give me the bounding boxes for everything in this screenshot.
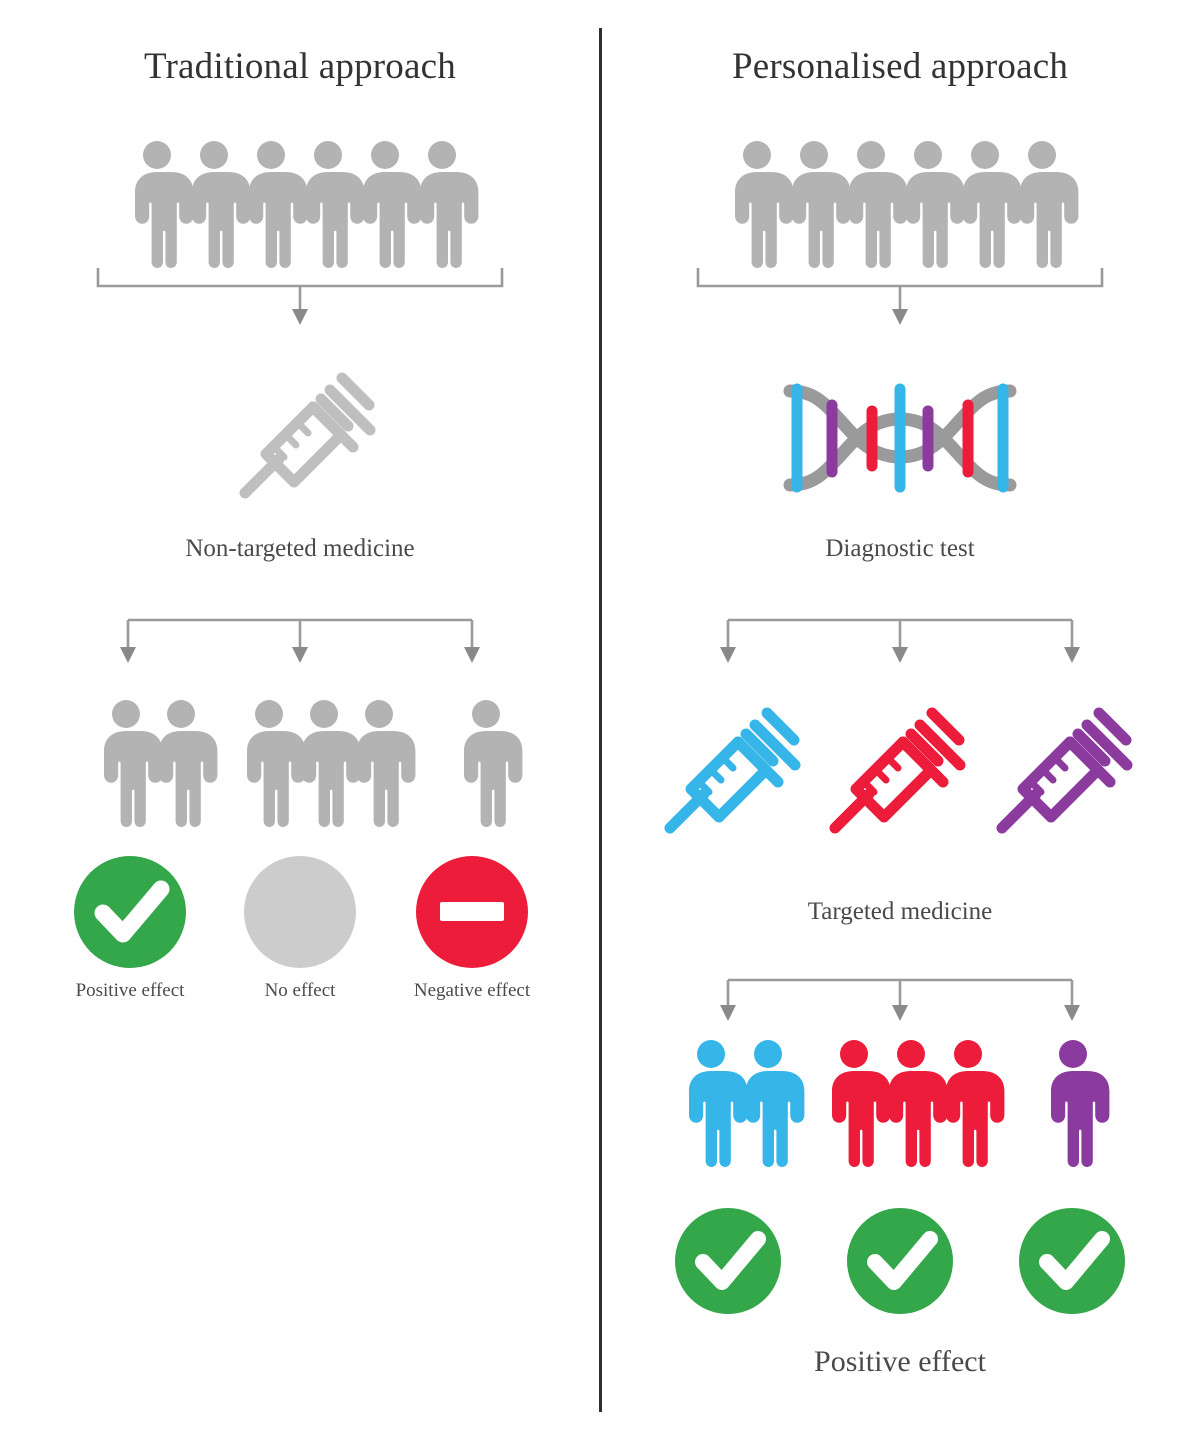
right-split-arrows-groups <box>726 978 1074 1006</box>
left-split-arrowheads <box>120 647 480 663</box>
syringe-icon-blue <box>670 713 795 828</box>
right-group-1-people <box>689 1040 805 1167</box>
check-circle-icon-3 <box>1019 1208 1125 1314</box>
right-graphics-layer <box>600 141 1200 1314</box>
column-divider <box>599 28 602 1412</box>
left-cohort-people <box>135 141 479 268</box>
left-syringe-icon <box>245 378 370 493</box>
left-outcome-group-2-people <box>247 700 416 827</box>
right-group-2-people <box>832 1040 1005 1167</box>
syringe-icon-purple <box>1002 713 1127 828</box>
left-outcome-icon-none <box>244 856 356 968</box>
left-outcome-icon-negative <box>416 856 528 968</box>
syringe-icon-red <box>835 713 960 828</box>
right-column-heading: Personalised approach <box>731 46 1069 87</box>
check-circle-icon-2 <box>847 1208 953 1314</box>
left-outcome-label-positive: Positive effect <box>75 980 185 1001</box>
right-split-arrowheads-medicine <box>720 647 1080 663</box>
left-column-heading: Traditional approach <box>144 46 456 87</box>
left-cohort-bracket <box>96 268 504 310</box>
right-split-arrowheads-groups <box>720 1005 1080 1021</box>
right-split-arrows-medicine <box>726 618 1074 648</box>
left-outcome-label-none: No effect <box>264 980 336 1001</box>
right-group-3-people <box>1051 1040 1110 1167</box>
left-outcome-group-1-people <box>104 700 218 827</box>
left-split-arrows <box>126 618 474 648</box>
right-outcome-label: Positive effect <box>814 1345 986 1378</box>
left-graphics-layer <box>74 141 528 968</box>
traditional-approach-column: Traditional approach <box>74 46 531 1001</box>
check-circle-icon-1 <box>675 1208 781 1314</box>
left-cohort-arrowhead <box>292 309 308 325</box>
right-cohort-bracket <box>696 268 1104 310</box>
personalised-approach-column: Personalised approach <box>600 0 1200 1440</box>
left-outcome-group-3-people <box>464 700 523 827</box>
dna-helix-icon <box>783 383 1017 493</box>
right-diagnostic-label: Diagnostic test <box>825 535 975 562</box>
right-medicine-label: Targeted medicine <box>807 898 993 925</box>
right-cohort-people <box>735 141 1079 268</box>
right-cohort-arrowhead <box>892 309 908 325</box>
left-outcome-icon-positive <box>74 856 186 968</box>
left-treatment-label: Non-targeted medicine <box>185 535 415 562</box>
left-outcome-label-negative: Negative effect <box>413 980 531 1001</box>
